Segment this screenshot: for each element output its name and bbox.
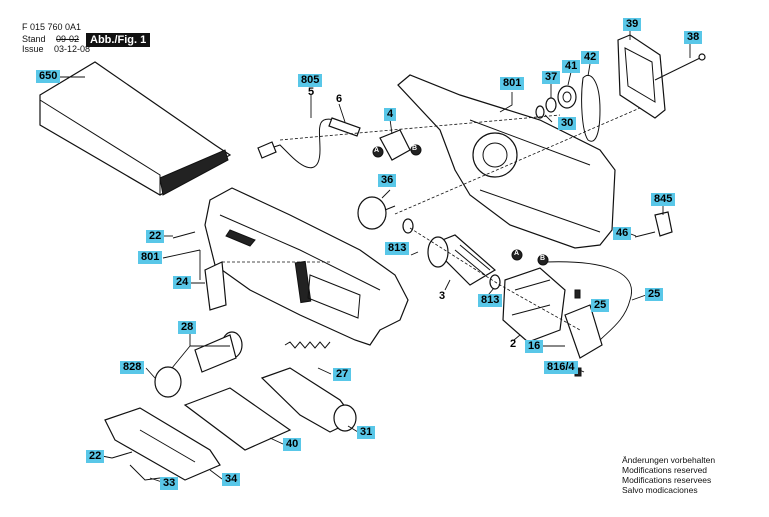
part-label-31: 31 (357, 426, 376, 439)
screw-22-upper (172, 231, 196, 239)
clip-24 (204, 261, 227, 311)
washer-37 (545, 97, 557, 113)
part-label-24: 24 (173, 276, 192, 289)
dust-bag-650 (39, 61, 232, 196)
stand-line: Stand 09-02 (22, 34, 79, 44)
issue-line: Issue 03-12-08 (22, 44, 90, 54)
part-label-34: 34 (222, 473, 241, 486)
stator-2 (502, 267, 566, 343)
part-label-3: 3 (439, 290, 446, 302)
part-label-5: 5 (308, 86, 315, 98)
cord-protector-6 (328, 117, 361, 137)
part-label-6: 6 (336, 93, 343, 105)
gear-assembly-28 (194, 331, 243, 373)
part-label-22-lower: 22 (86, 450, 105, 463)
housing-left-half (204, 187, 409, 346)
part-label-845: 845 (651, 193, 676, 206)
modification-notes: Änderungen vorbehalten Modifications res… (622, 455, 715, 495)
note-line: Salvo modicaciones (622, 485, 698, 495)
housing-right-half (397, 74, 616, 249)
part-label-27: 27 (333, 368, 352, 381)
marker-a-label-2: A (514, 250, 520, 257)
part-label-46: 46 (613, 227, 632, 240)
part-label-16: 16 (525, 340, 544, 353)
part-label-650: 650 (36, 70, 61, 83)
document-number: F 015 760 0A1 (22, 22, 82, 32)
part-label-813-lower: 813 (478, 294, 503, 307)
marker-b-label: B (412, 145, 418, 152)
screw-46 (634, 231, 656, 238)
part-label-30: 30 (558, 117, 577, 130)
roller-828 (154, 366, 182, 398)
marker-a (511, 249, 523, 261)
part-label-33: 33 (160, 477, 179, 490)
marker-a-label: A (374, 147, 380, 154)
marker-b (537, 254, 549, 266)
belt-cover-39 (617, 34, 666, 119)
marker-b-label-2: B (540, 255, 546, 262)
part-label-805: 805 (298, 74, 323, 87)
part-label-22-upper: 22 (146, 230, 165, 243)
part-label-4: 4 (384, 108, 397, 121)
part-label-25-right: 25 (645, 288, 664, 301)
part-label-37: 37 (542, 71, 561, 84)
lever-33 (129, 464, 161, 481)
figure-label: Abb./Fig. 1 (86, 33, 151, 47)
platen-40 (183, 387, 292, 451)
part-label-38: 38 (684, 31, 703, 44)
part-label-813-upper: 813 (385, 242, 410, 255)
note-line: Modifications reservees (622, 475, 712, 485)
shaft-36 (357, 196, 396, 230)
switch-4 (372, 129, 422, 161)
note-line: Änderungen vorbehalten (622, 455, 716, 465)
part-label-2: 2 (510, 338, 517, 350)
note-line: Modifications reserved (622, 465, 708, 475)
pulley-41 (557, 85, 577, 109)
bracket-845 (654, 211, 673, 237)
part-label-39: 39 (623, 18, 642, 31)
part-label-816-4: 816/4 (544, 361, 578, 374)
issue-label: Issue (22, 44, 44, 54)
stand-label: Stand (22, 34, 46, 44)
part-label-828: 828 (120, 361, 145, 374)
drive-belt-42 (581, 74, 601, 142)
screw-38 (654, 53, 706, 81)
brush-holder-16 (564, 289, 603, 377)
issue-value: 03-12-08 (54, 44, 91, 54)
part-label-25-left: 25 (591, 299, 610, 312)
part-label-40: 40 (283, 438, 302, 451)
power-cord-805 (257, 118, 336, 168)
part-label-28: 28 (178, 321, 197, 334)
front-roller-31 (260, 367, 357, 433)
screw-22-lower (111, 451, 133, 459)
bearing-30 (535, 105, 545, 119)
spring-27 (284, 341, 331, 349)
part-label-801-left: 801 (138, 251, 163, 264)
part-label-42: 42 (581, 51, 600, 64)
base-frame-34 (104, 407, 221, 481)
part-label-801-top: 801 (500, 77, 525, 90)
stand-value: 09-02 (56, 34, 80, 44)
part-label-41: 41 (562, 60, 581, 73)
part-label-36: 36 (378, 174, 397, 187)
armature-3 (402, 218, 501, 290)
wire-25 (544, 261, 632, 341)
